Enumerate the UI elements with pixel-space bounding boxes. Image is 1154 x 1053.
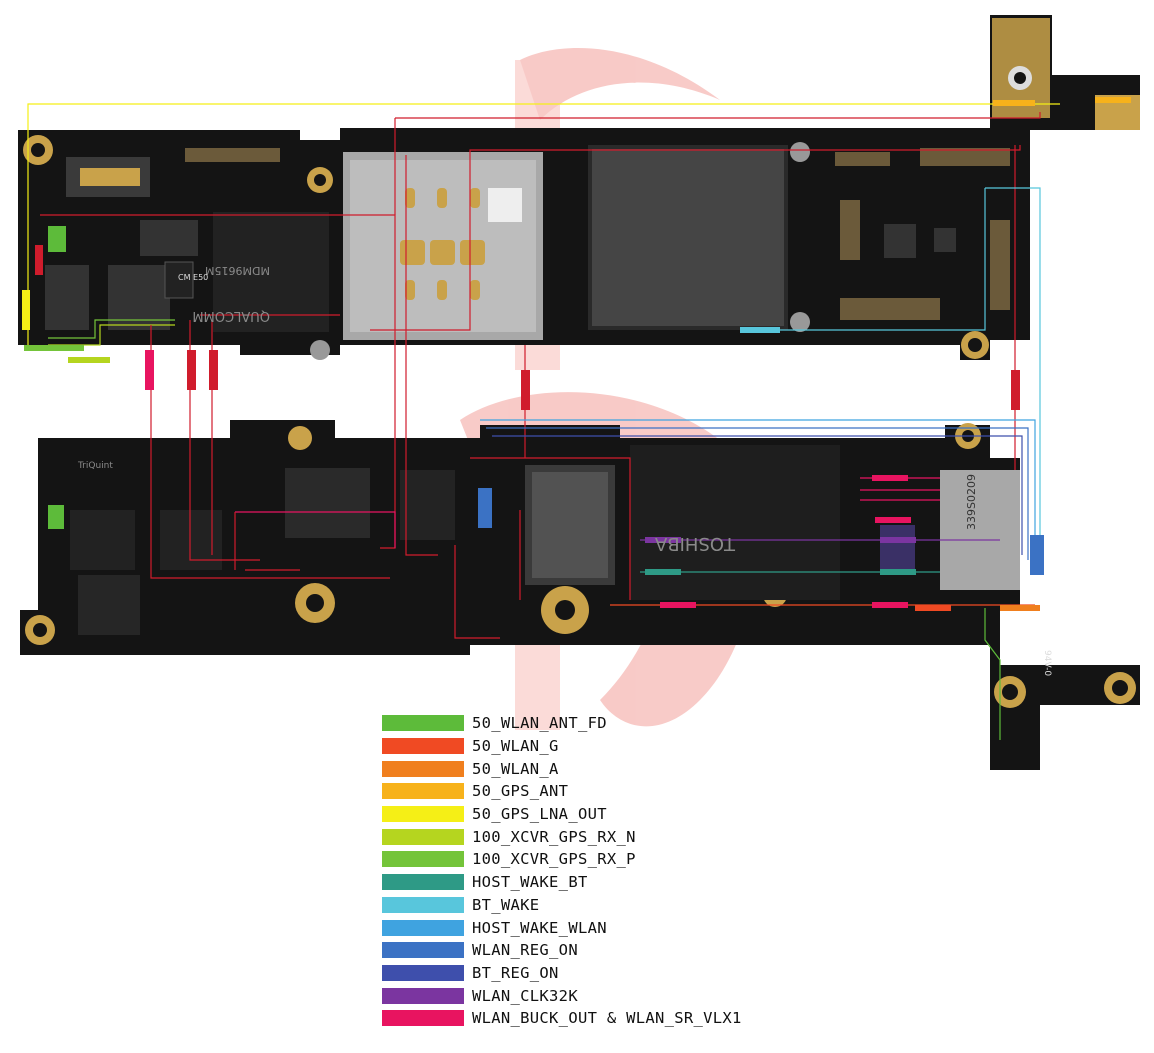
legend-item: WLAN_CLK32K — [382, 984, 742, 1007]
legend-label: HOST_WAKE_WLAN — [472, 918, 607, 937]
legend-label: BT_REG_ON — [472, 963, 559, 982]
legend-item: 100_XCVR_GPS_RX_N — [382, 825, 742, 848]
qualcomm-label: QUALCOMM — [192, 308, 270, 323]
legend-swatch — [382, 874, 464, 891]
legend-item: HOST_WAKE_WLAN — [382, 916, 742, 939]
legend-swatch — [382, 919, 464, 936]
legend-swatch — [382, 896, 464, 913]
legend-item: 50_WLAN_A — [382, 757, 742, 780]
legend-swatch — [382, 828, 464, 845]
legend-label: 50_GPS_ANT — [472, 782, 569, 801]
legend: 50_WLAN_ANT_FD 50_WLAN_G 50_WLAN_A 50_GP… — [382, 712, 742, 1030]
board-rating-label: 94V-0 — [1042, 650, 1052, 676]
board-markings: QUALCOMM MDM9615M CM E50 TOSHIBA TriQuin… — [77, 264, 1052, 676]
legend-label: 50_WLAN_ANT_FD — [472, 714, 607, 733]
bottom-board — [20, 420, 1140, 770]
legend-swatch — [382, 806, 464, 823]
legend-item: HOST_WAKE_BT — [382, 871, 742, 894]
legend-label: WLAN_CLK32K — [472, 986, 578, 1005]
legend-label: 50_WLAN_G — [472, 737, 559, 756]
legend-label: HOST_WAKE_BT — [472, 873, 588, 892]
legend-label: 100_XCVR_GPS_RX_N — [472, 827, 636, 846]
legend-item: 50_WLAN_ANT_FD — [382, 712, 742, 735]
legend-item: 50_GPS_ANT — [382, 780, 742, 803]
legend-item: WLAN_BUCK_OUT & WLAN_SR_VLX1 — [382, 1007, 742, 1030]
legend-swatch — [382, 964, 464, 981]
legend-label: BT_WAKE — [472, 895, 540, 914]
legend-item: 100_XCVR_GPS_RX_P — [382, 848, 742, 871]
legend-swatch — [382, 715, 464, 732]
legend-item: 50_GPS_LNA_OUT — [382, 803, 742, 826]
legend-item: BT_WAKE — [382, 894, 742, 917]
legend-swatch — [382, 783, 464, 800]
legend-swatch — [382, 942, 464, 959]
legend-item: 50_WLAN_G — [382, 735, 742, 758]
legend-item: WLAN_REG_ON — [382, 939, 742, 962]
legend-swatch — [382, 1010, 464, 1027]
top-board — [18, 15, 1140, 360]
broadcom-label: 339S0209 — [965, 474, 978, 530]
signal-traces — [22, 97, 1131, 740]
mdm-label: MDM9615M — [205, 264, 270, 277]
cm-e50-label: CM E50 — [178, 273, 208, 282]
legend-label: 50_GPS_LNA_OUT — [472, 805, 607, 824]
legend-swatch — [382, 738, 464, 755]
legend-label: WLAN_BUCK_OUT & WLAN_SR_VLX1 — [472, 1009, 742, 1028]
legend-label: 100_XCVR_GPS_RX_P — [472, 850, 636, 869]
legend-item: BT_REG_ON — [382, 962, 742, 985]
legend-swatch — [382, 851, 464, 868]
legend-label: WLAN_REG_ON — [472, 941, 578, 960]
legend-label: 50_WLAN_A — [472, 759, 559, 778]
legend-swatch — [382, 760, 464, 777]
legend-swatch — [382, 987, 464, 1004]
triquint-label: TriQuint — [77, 461, 113, 471]
toshiba-label: TOSHIBA — [654, 533, 736, 554]
